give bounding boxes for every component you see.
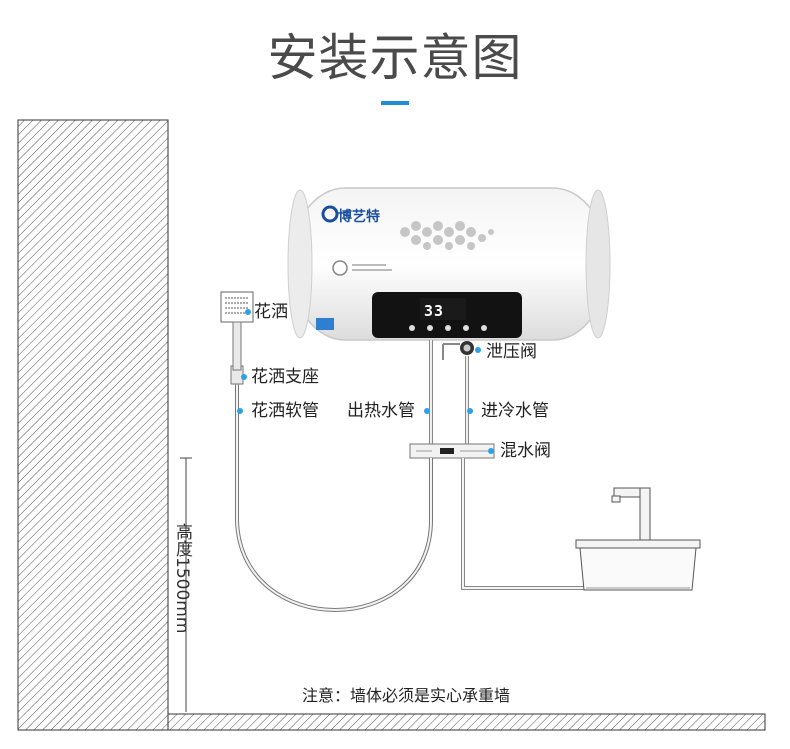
- label-dot: [488, 448, 494, 454]
- label-dot: [467, 408, 473, 414]
- water-heater: [287, 187, 611, 341]
- temperature-display: 33: [424, 302, 445, 320]
- label-dot: [424, 408, 430, 414]
- label-hot-outlet-pipe: 出热水管: [347, 401, 415, 421]
- mixing-valve: [409, 443, 495, 459]
- title-underline: [381, 101, 409, 105]
- panel-button-icon: [427, 325, 433, 331]
- label-dot: [475, 347, 481, 353]
- panel-button-icon: [463, 325, 469, 331]
- certification-icon: [332, 260, 348, 276]
- page-title: 安装示意图: [267, 29, 523, 87]
- label-pressure-valve: 泄压阀: [486, 342, 537, 362]
- label-dot: [245, 309, 251, 315]
- hexagon-decoration: [400, 221, 494, 250]
- panel-button-icon: [409, 325, 415, 331]
- panel-button-icon: [445, 325, 451, 331]
- label-shower-head: 花洒: [254, 302, 288, 322]
- label-shower-holder: 花洒支座: [251, 367, 319, 387]
- brand-logo-icon: [321, 205, 339, 223]
- floor: [167, 713, 766, 731]
- label-mixing-valve: 混水阀: [500, 441, 551, 461]
- label-dot: [237, 408, 243, 414]
- brand-name: 博艺特: [338, 209, 380, 225]
- height-label: 高度1500mm: [172, 523, 192, 634]
- shower-head: [220, 291, 254, 371]
- faucet: [611, 487, 651, 541]
- energy-label: [316, 318, 334, 330]
- label-shower-hose: 花洒软管: [251, 401, 319, 421]
- label-cold-inlet-pipe: 进冷水管: [481, 401, 549, 421]
- pressure-relief-valve: [460, 341, 474, 355]
- label-dot: [241, 374, 247, 380]
- wall-note: 注意：墙体必须是实心承重墙: [302, 686, 511, 705]
- wall: [17, 119, 169, 731]
- cold-supply-pipe: [461, 458, 585, 590]
- sink: [575, 539, 701, 591]
- panel-button-icon: [481, 325, 487, 331]
